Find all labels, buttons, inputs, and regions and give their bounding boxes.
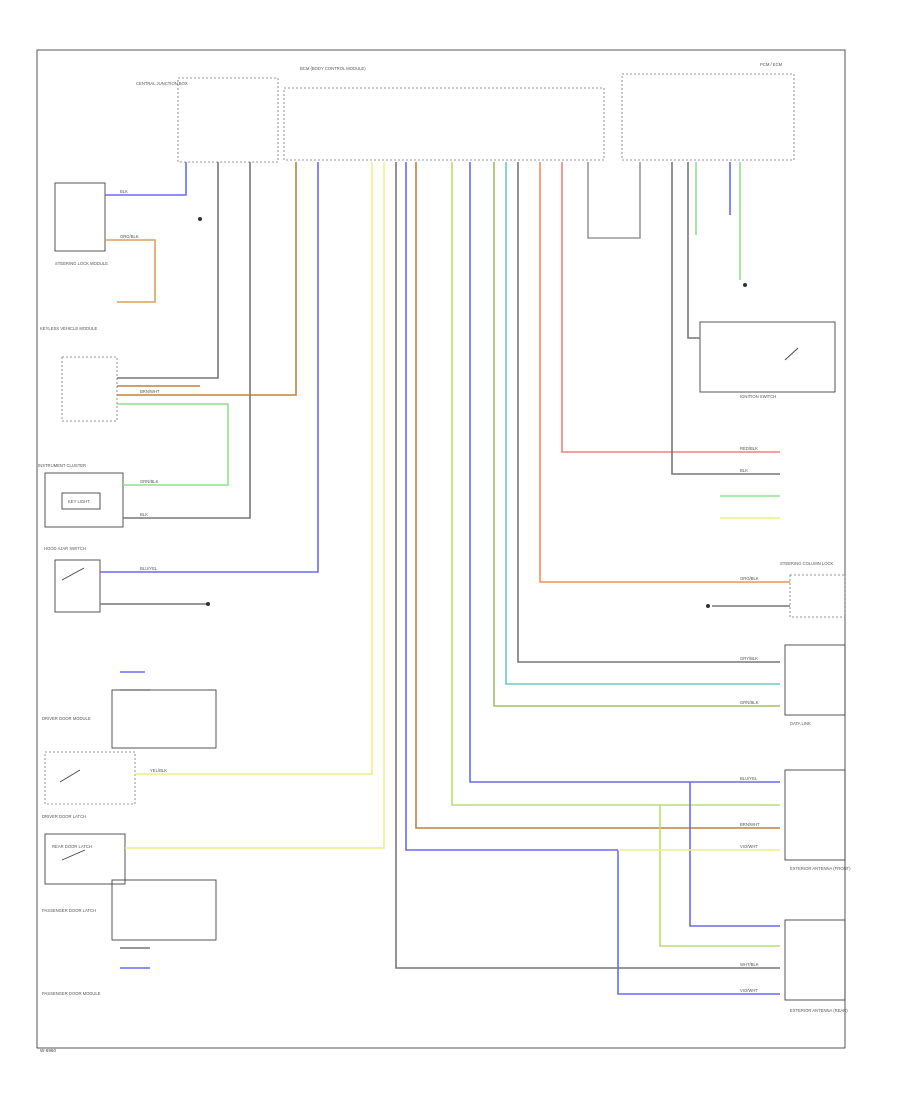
wire-label-blk-1: BLK <box>120 189 128 194</box>
module-box-right: PCM / ECM <box>621 62 795 161</box>
wire-label-red: RED/BLK <box>740 446 758 451</box>
ignition-switch-label: IGNITION SWITCH <box>740 394 776 399</box>
wire-blue-right <box>469 162 780 783</box>
wire-label-brn: BRN/WHT <box>140 389 160 394</box>
steering-lock-component: STEERING LOCK MODULE <box>54 182 108 266</box>
wire-gray-ignition <box>671 162 780 475</box>
instrument-cluster-label: INSTRUMENT CLUSTER <box>38 463 86 468</box>
fuse-box-left-label: CENTRAL JUNCTION BOX <box>136 81 188 86</box>
wire-orange-keyless <box>105 239 156 303</box>
wire-label-vio-2: VIO/WHT <box>740 988 758 993</box>
wire-teal-datalink <box>505 162 780 685</box>
wire-label-blu: BLU/YEL <box>140 566 158 571</box>
wire-olive-datalink <box>493 162 780 707</box>
diagram-frame <box>36 49 846 1049</box>
wire-brown-bundle <box>415 162 780 829</box>
wire-label-blk-3: BLK <box>740 468 748 473</box>
data-link-component: DATA LINK <box>784 644 846 726</box>
passenger-door-module-component: PASSENGER DOOR LATCH PASSENGER DOOR MODU… <box>42 879 217 996</box>
steering-column-lock-label: STEERING COLUMN LOCK <box>780 561 833 566</box>
wire-label-vio: VIO/WHT <box>740 844 758 849</box>
module-box-mid-label: BCM (BODY CONTROL MODULE) <box>300 66 366 71</box>
wire-label-grn: GRN/BLK <box>140 479 159 484</box>
wire-lime-bundle <box>451 162 780 806</box>
wire-green-cluster <box>117 403 229 486</box>
driver-door-latch-label: DRIVER DOOR LATCH <box>42 814 86 819</box>
driver-door-module-component: DRIVER DOOR MODULE <box>42 689 217 749</box>
wire-label-grn-2: GRN/BLK <box>740 700 759 705</box>
wire-gray-datalink <box>517 162 780 663</box>
wire-label-org: ORG/BLK <box>120 234 139 239</box>
hood-switch-label: HOOD AJAR SWITCH <box>44 546 86 551</box>
module-box-right-label: PCM / ECM <box>760 62 783 67</box>
driver-door-module-label: DRIVER DOOR MODULE <box>42 716 91 721</box>
ground-symbol-2 <box>206 602 210 606</box>
ignition-switch-component: IGNITION SWITCH <box>699 321 836 399</box>
module-box-mid: BCM (BODY CONTROL MODULE) <box>283 66 605 161</box>
footer-code: W-6960 <box>40 1048 56 1053</box>
passenger-door-module-label: PASSENGER DOOR MODULE <box>42 991 101 996</box>
wire-yellow-rear-latch <box>125 162 385 849</box>
wire-label-org-2: ORG/BLK <box>740 576 759 581</box>
wire-label-blu-2: BLU/YEL <box>740 776 758 781</box>
data-link-label: DATA LINK <box>790 721 811 726</box>
steering-lock-label: STEERING LOCK MODULE <box>55 261 108 266</box>
wire-gray-fuse-1 <box>117 162 219 379</box>
wire-label-yel: YEL/BLK <box>150 768 167 773</box>
wire-gray-ign-box <box>687 162 700 339</box>
wire-gray-right-loop <box>587 162 641 239</box>
rear-door-latch-component: REAR DOOR LATCH <box>44 833 126 885</box>
key-light-label: KEY LIGHT <box>68 499 90 504</box>
exterior-antenna-rear-component: EXTERIOR ANTENNA (REAR) <box>784 919 848 1013</box>
wire-label-brn-2: BRN/WHT <box>740 822 760 827</box>
ground-symbol-3 <box>706 604 710 608</box>
exterior-antenna-rear-label: EXTERIOR ANTENNA (REAR) <box>790 1008 848 1013</box>
ground-symbol-4 <box>743 283 747 287</box>
wire-orange-column <box>539 162 790 583</box>
wire-yellow-driver-latch <box>135 162 373 775</box>
wire-label-wht: WHT/BLK <box>740 962 759 967</box>
wire-blue-branch <box>689 782 780 927</box>
ground-symbol-1 <box>198 217 202 221</box>
exterior-antenna-front-label: EXTERIOR ANTENNA (FRONT) <box>790 866 851 871</box>
wire-lime-branch <box>659 805 780 947</box>
passenger-door-latch-label: PASSENGER DOOR LATCH <box>42 908 96 913</box>
wire-label-gry: GRY/BLK <box>740 656 758 661</box>
wire-brown-keyless-1 <box>117 162 297 396</box>
keyless-module-label: KEYLESS VEHICLE MODULE <box>40 326 97 331</box>
exterior-antenna-front-component: EXTERIOR ANTENNA (FRONT) <box>784 769 851 871</box>
driver-door-latch-component: DRIVER DOOR LATCH <box>42 751 136 819</box>
wire-gray-fuse-2 <box>123 162 251 519</box>
wire-blue-steering <box>105 162 187 196</box>
keyless-module-component: KEYLESS VEHICLE MODULE <box>40 326 118 422</box>
instrument-cluster-component: INSTRUMENT CLUSTER KEY LIGHT <box>38 463 124 528</box>
wire-blue-bundle <box>405 162 780 995</box>
hood-switch-component: HOOD AJAR SWITCH <box>44 546 101 613</box>
wire-red-ignition <box>561 162 780 453</box>
wire-gray-bundle <box>395 162 780 969</box>
wire-blue-hood <box>100 162 319 573</box>
fuse-box-left: CENTRAL JUNCTION BOX <box>136 77 279 163</box>
rear-door-latch-label: REAR DOOR LATCH <box>52 844 92 849</box>
steering-column-lock-component: STEERING COLUMN LOCK <box>780 561 846 618</box>
wire-label-blk-2: BLK <box>140 512 148 517</box>
